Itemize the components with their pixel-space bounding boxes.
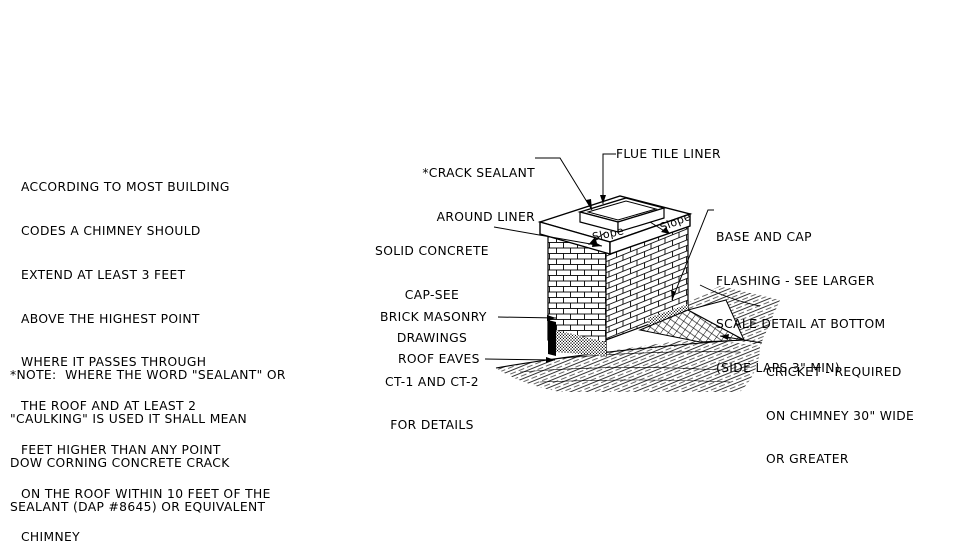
sealant-note: *NOTE: WHERE THE WORD "SEALANT" OR "CAUL…	[10, 339, 286, 529]
label-line: (SIDE LAPS 3" MIN)	[716, 360, 840, 375]
cricket	[638, 299, 747, 343]
note-line: DOW CORNING CONCRETE CRACK	[10, 455, 230, 470]
chimney-left-face	[547, 235, 607, 357]
flue-tile-liner	[577, 197, 667, 233]
note-line: SEALANT (DAP #8645) OR EQUIVALENT	[10, 499, 266, 514]
label-line: DRAWINGS	[396, 331, 468, 345]
label-line: SCALE DETAIL AT BOTTOM	[716, 317, 886, 331]
label-line: BASE AND CAP	[716, 230, 812, 244]
label-base-cap-flashing: BASE AND CAP FLASHING - SEE LARGER SCALE…	[716, 201, 886, 390]
note-line: FEET HIGHER THAN ANY POINT	[21, 442, 221, 457]
note-line: WHERE IT PASSES THROUGH	[21, 355, 207, 370]
label-line: FOR DETAILS	[390, 418, 474, 432]
label-brick-masonry: BRICK MASONRY	[380, 310, 487, 324]
label-line: CAP-SEE	[404, 287, 460, 302]
note-line: THE ROOF AND AT LEAST 2	[21, 399, 197, 414]
label-line: *CRACK SEALANT	[422, 166, 535, 180]
label-roof-eaves: ROOF EAVES	[398, 352, 480, 366]
label-line: CRICKET - REQUIRED	[766, 365, 902, 379]
note-line: *NOTE: WHERE THE WORD "SEALANT" OR	[10, 368, 286, 383]
label-line: ON CHIMNEY 30" WIDE	[766, 408, 915, 423]
note-line: CODES A CHIMNEY SHOULD	[21, 223, 201, 238]
label-line: OR GREATER	[766, 452, 849, 466]
note-line: "CAULKING" IS USED IT SHALL MEAN	[10, 411, 248, 426]
note-line: ACCORDING TO MOST BUILDING	[21, 180, 230, 195]
chimney-height-note: ACCORDING TO MOST BUILDING CODES A CHIMN…	[21, 151, 271, 560]
note-line: ON THE ROOF WITHIN 10 FEET OF THE	[21, 486, 271, 501]
label-crack-sealant: *CRACK SEALANT AROUND LINER	[405, 137, 535, 239]
chimney-drawing	[484, 153, 780, 392]
label-line: SOLID CONCRETE	[375, 244, 489, 258]
label-solid-concrete-cap: SOLID CONCRETE CAP-SEE DRAWINGS CT-1 AND…	[366, 215, 498, 447]
note-line: ABOVE THE HIGHEST POINT	[21, 311, 200, 326]
note-line: EXTEND AT LEAST 3 FEET	[21, 267, 186, 282]
label-line: CT-1 AND CT-2	[385, 374, 479, 389]
label-line: FLASHING - SEE LARGER	[716, 273, 875, 288]
label-cricket: CRICKET - REQUIRED ON CHIMNEY 30" WIDE O…	[766, 336, 914, 481]
label-line: AROUND LINER	[436, 209, 535, 224]
label-flue-tile-liner: FLUE TILE LINER	[616, 147, 721, 161]
leader-arrowheads	[546, 195, 729, 363]
